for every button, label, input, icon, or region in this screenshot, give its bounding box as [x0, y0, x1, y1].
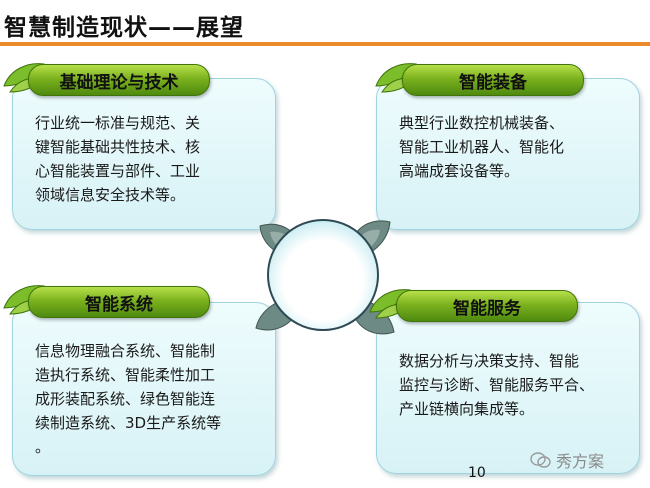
card-systems-body: 信息物理融合系统、智能制 造执行系统、智能柔性加工 成形装配系统、绿色智能连 续… — [35, 342, 222, 456]
card-services-body: 数据分析与决策支持、智能 监控与诊断、智能服务平合、 产业链横向集成等。 — [399, 352, 595, 418]
wechat-icon — [530, 452, 551, 468]
card-foundation: 行业统一标准与规范、关 键智能基础共性技术、核 心智能装置与部件、工业 领域信息… — [12, 78, 276, 230]
card-systems-heading: 智能系统 — [28, 286, 210, 318]
watermark: 秀方案 — [530, 448, 604, 472]
card-equipment: 典型行业数控机械装备、 智能工业机器人、智能化 高端成套设备等。 — [376, 78, 640, 230]
card-systems: 信息物理融合系统、智能制 造执行系统、智能柔性加工 成形装配系统、绿色智能连 续… — [12, 302, 276, 476]
card-equipment-heading: 智能装备 — [402, 64, 584, 96]
watermark-text: 秀方案 — [556, 452, 605, 471]
page-title: 智慧制造现状——展望 — [4, 15, 244, 41]
card-equipment-body: 典型行业数控机械装备、 智能工业机器人、智能化 高端成套设备等。 — [399, 114, 565, 180]
title-rule — [0, 42, 650, 46]
card-services-heading: 智能服务 — [396, 290, 578, 322]
page-number: 10 — [468, 465, 486, 481]
card-foundation-heading: 基础理论与技术 — [28, 64, 210, 96]
card-foundation-body: 行业统一标准与规范、关 键智能基础共性技术、核 心智能装置与部件、工业 领域信息… — [35, 114, 201, 204]
center-circle — [267, 219, 379, 331]
card-services: 数据分析与决策支持、智能 监控与诊断、智能服务平合、 产业链横向集成等。 — [376, 302, 640, 474]
